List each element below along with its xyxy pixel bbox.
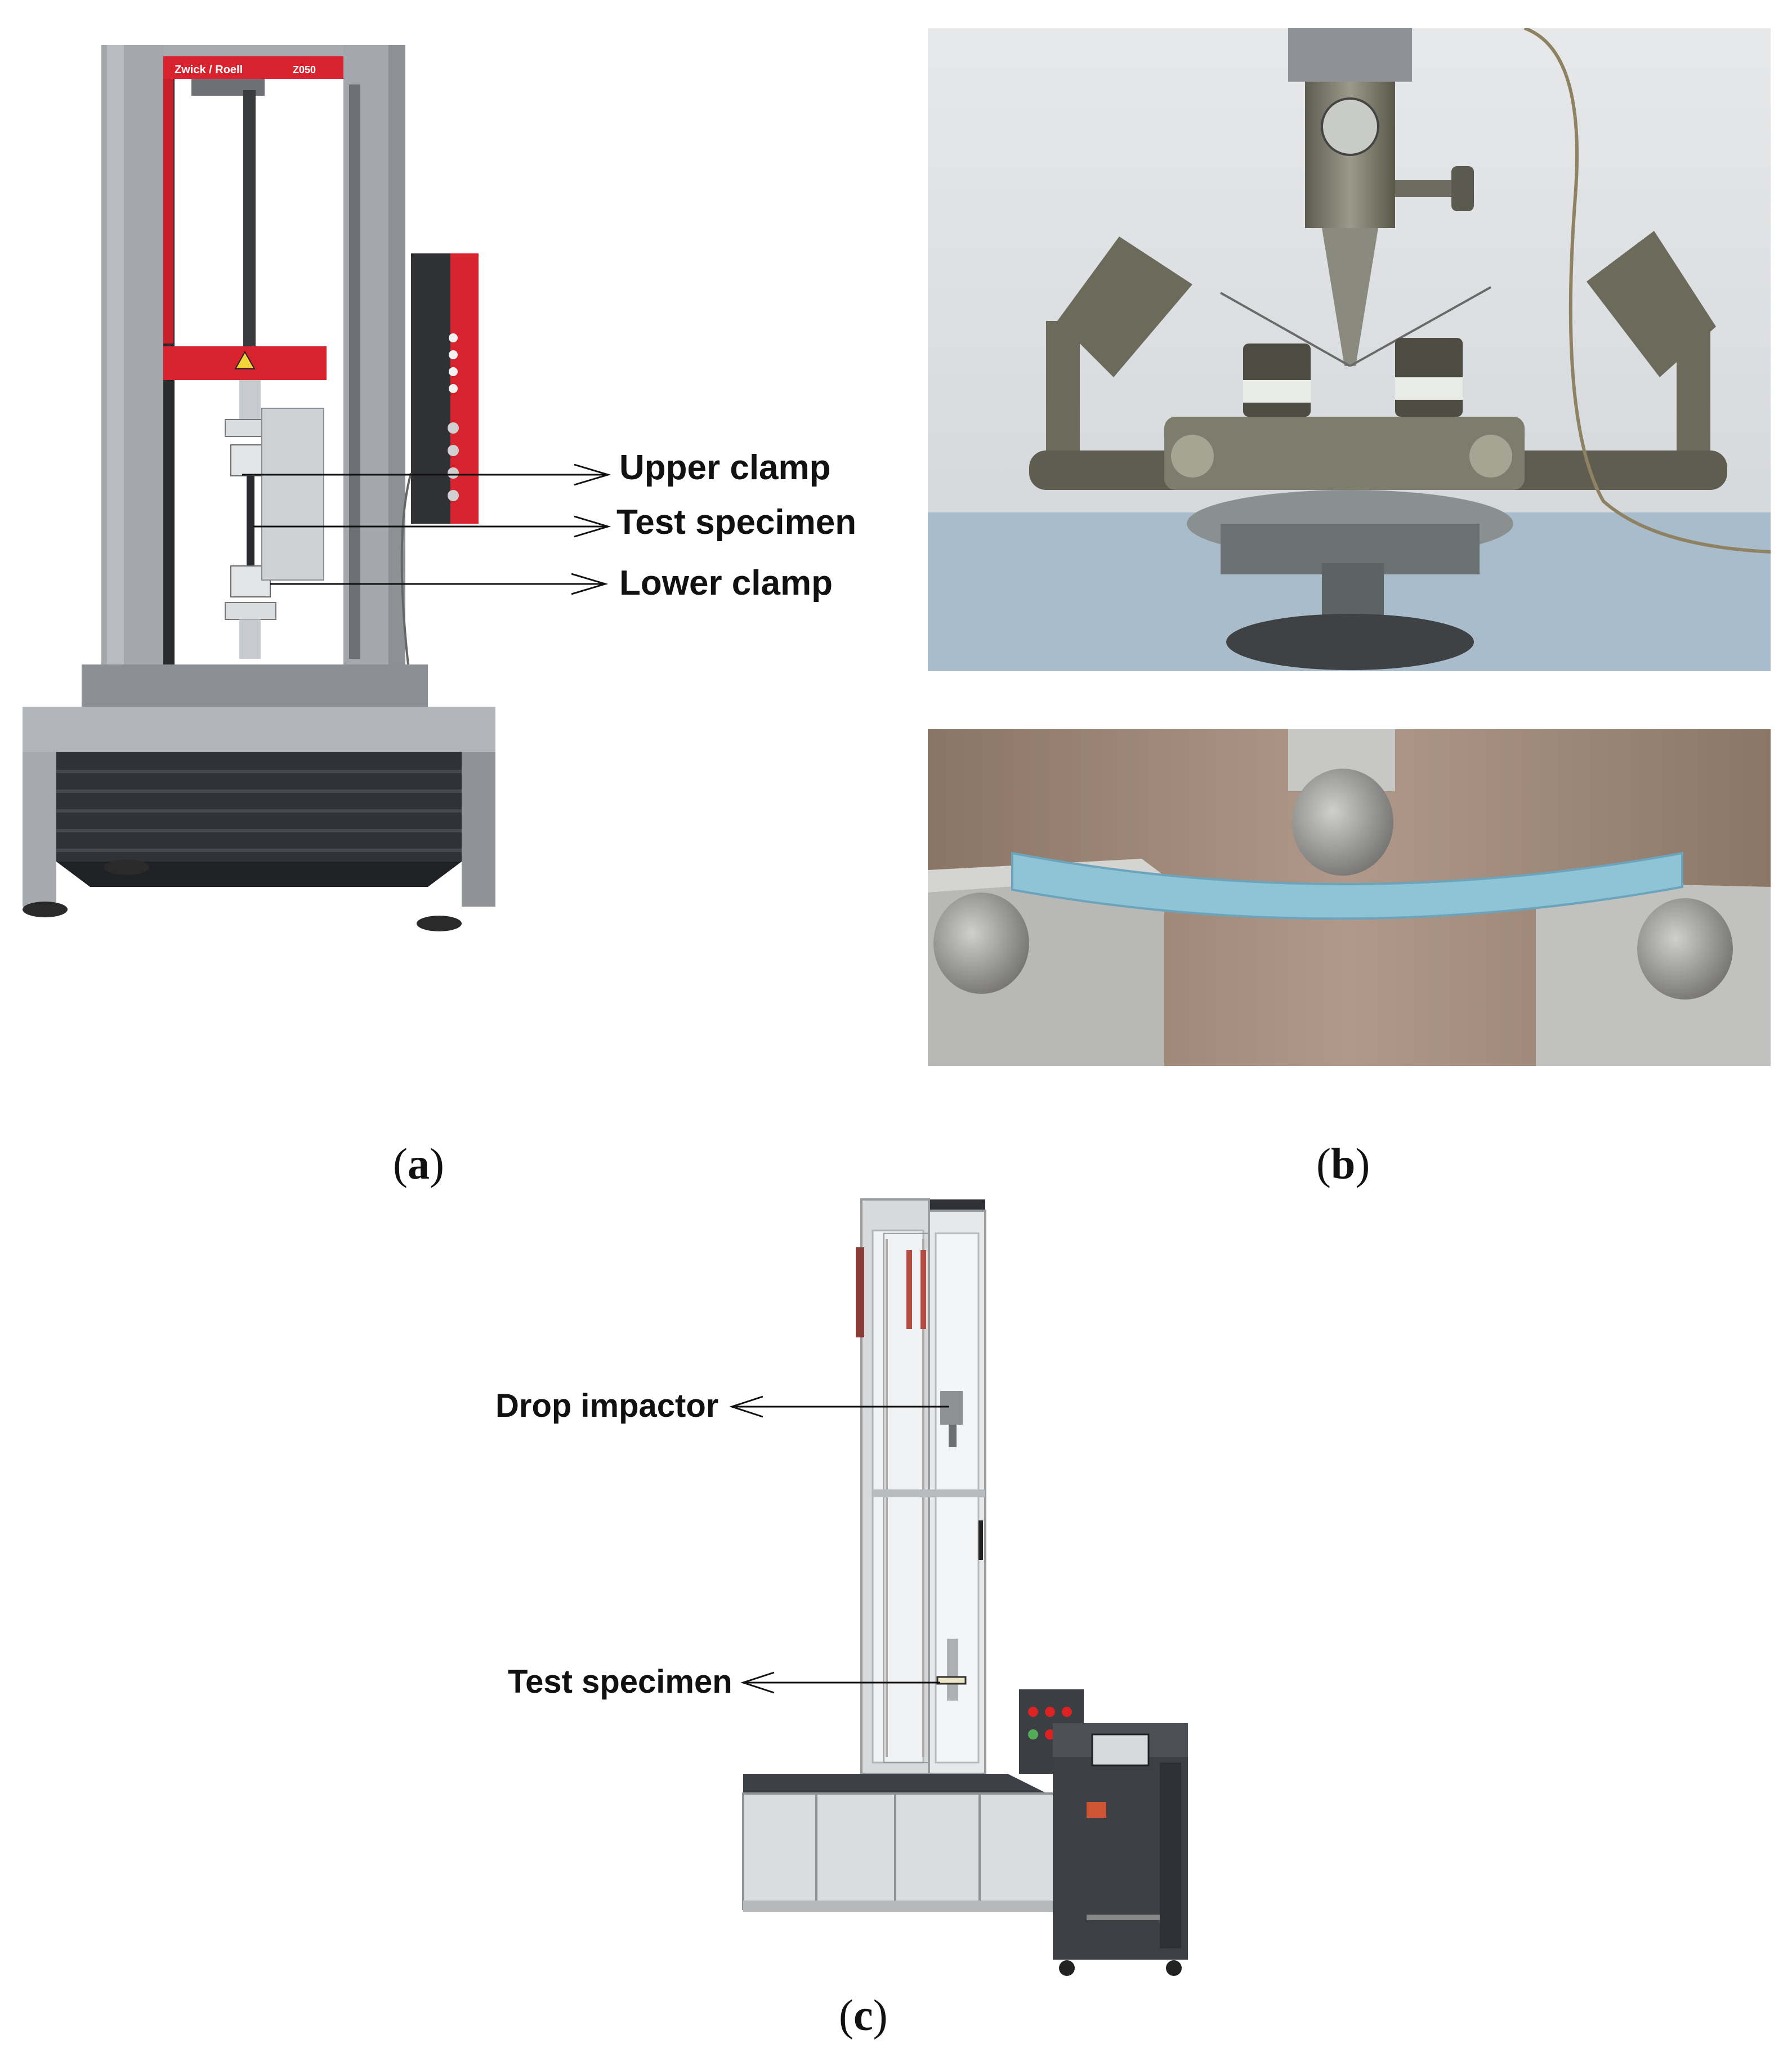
panel-b-upper-photo (928, 28, 1771, 671)
drop-impact-tester-illustration (729, 1198, 1188, 1976)
lower-clamp-label: Lower clamp (619, 564, 833, 603)
machine-brand-text: Zwick / Roell (175, 64, 243, 76)
test-specimen-label-c: Test specimen (508, 1663, 732, 1700)
test-specimen-label-a: Test specimen (616, 503, 857, 542)
caption-c: (c) (839, 1991, 888, 2040)
panel-b-lower-photo (928, 729, 1771, 1066)
upper-clamp-label: Upper clamp (619, 448, 831, 487)
machine-model-text: Z050 (293, 64, 316, 75)
caption-b: (b) (1316, 1139, 1370, 1188)
drop-impactor-label: Drop impactor (495, 1388, 719, 1424)
caption-a: (a) (393, 1139, 444, 1188)
panel-c: Drop impactor Test specimen (479, 1194, 1267, 1982)
panel-a: Zwick / Roell Z050 (0, 0, 890, 969)
impact-specimen-shape (936, 1676, 967, 1685)
tensile-testing-machine-illustration: Zwick / Roell Z050 (23, 45, 611, 931)
